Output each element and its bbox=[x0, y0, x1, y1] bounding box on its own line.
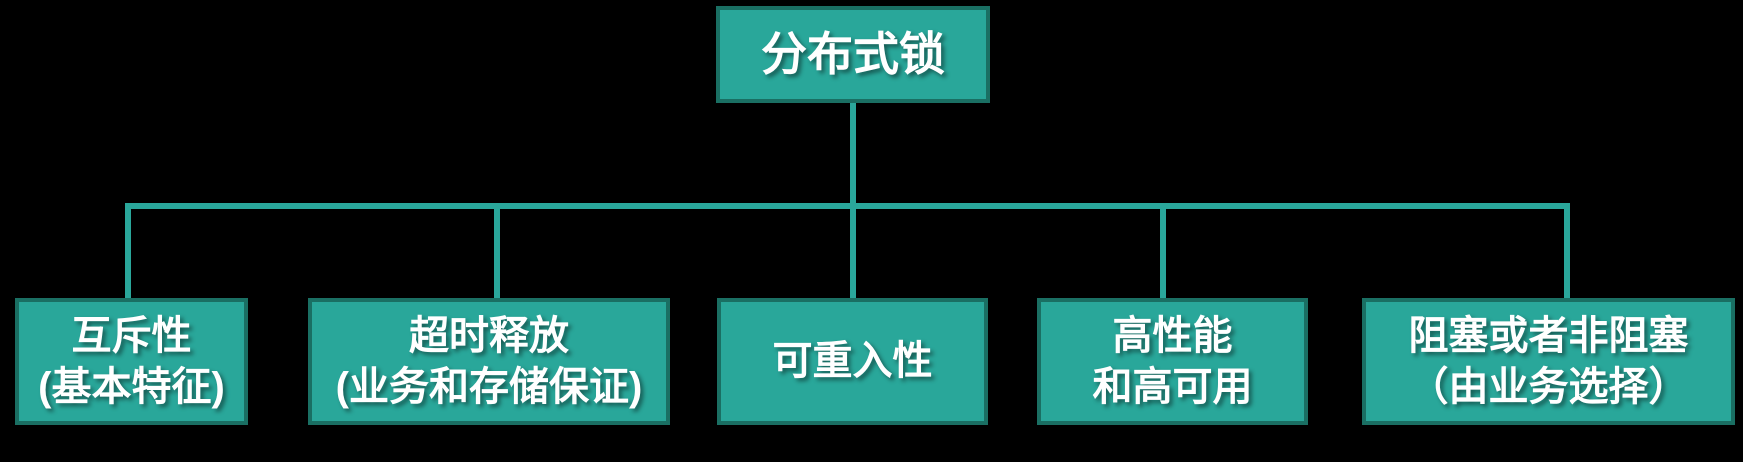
node-label-line: （由业务选择） bbox=[1408, 364, 1689, 409]
connector-drop-child-5 bbox=[1564, 206, 1570, 300]
connector-drop-child-1 bbox=[125, 206, 131, 300]
child-node-reentrancy: 可重入性 bbox=[717, 298, 988, 425]
node-label-line: 高性能 bbox=[1112, 314, 1233, 359]
child-node-mutex: 互斥性 (基本特征) bbox=[15, 298, 248, 425]
node-label-line: (基本特征) bbox=[38, 364, 225, 409]
child-node-blocking-nonblocking: 阻塞或者非阻塞 （由业务选择） bbox=[1362, 298, 1735, 425]
root-node-label: 分布式锁 bbox=[761, 27, 945, 80]
root-node-distributed-lock: 分布式锁 bbox=[716, 6, 990, 103]
node-label-line: 阻塞或者非阻塞 bbox=[1408, 314, 1689, 359]
node-label-line: 可重入性 bbox=[772, 339, 933, 384]
child-node-high-performance-availability: 高性能 和高可用 bbox=[1037, 298, 1308, 425]
node-label-line: 互斥性 bbox=[71, 314, 192, 359]
node-label-line: 超时释放 bbox=[409, 314, 569, 359]
connector-drop-child-4 bbox=[1160, 206, 1166, 300]
connector-root-drop bbox=[850, 100, 856, 209]
child-node-timeout-release: 超时释放 (业务和存储保证) bbox=[308, 298, 670, 425]
node-label-line: (业务和存储保证) bbox=[335, 364, 643, 409]
connector-drop-child-3 bbox=[850, 206, 856, 300]
connector-drop-child-2 bbox=[494, 206, 500, 300]
node-label-line: 和高可用 bbox=[1092, 364, 1253, 409]
connector-horizontal-bar bbox=[125, 203, 1570, 209]
